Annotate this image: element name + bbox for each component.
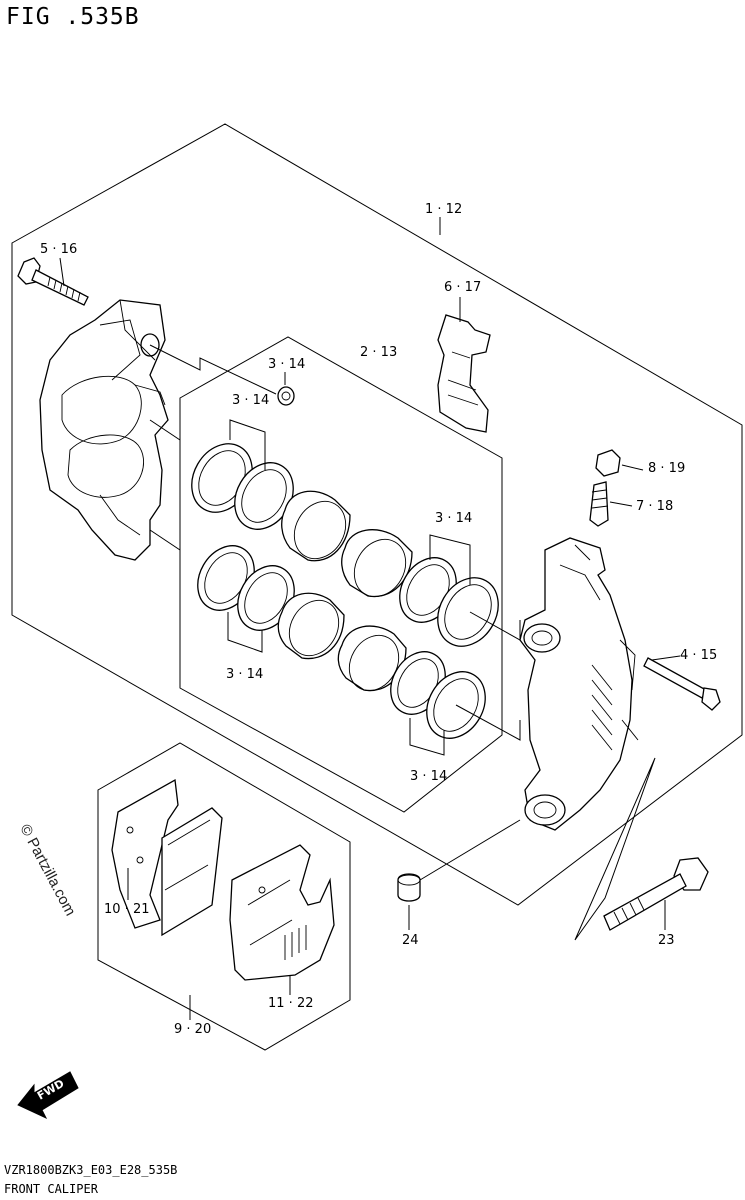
callout-11: 11 · 22 [268, 996, 313, 1011]
brake-pad-right [229, 844, 335, 981]
callout-3-lower: 3 · 14 [226, 667, 263, 682]
callout-10: 10 · 21 [104, 902, 149, 917]
callout-6: 6 · 17 [444, 280, 481, 295]
collar-24 [397, 873, 421, 902]
callout-8: 8 · 19 [648, 461, 685, 476]
callout-1: 1 · 12 [425, 202, 462, 217]
callout-23: 23 [658, 933, 675, 948]
callout-3-right-upper: 3 · 14 [435, 511, 472, 526]
callout-5: 5 · 16 [40, 242, 77, 257]
fwd-arrow-icon: FWD [17, 1071, 79, 1120]
callout-3-right-lower: 3 · 14 [410, 769, 447, 784]
piston-seal-group [191, 386, 499, 739]
caliper-mount-bolt [17, 257, 89, 306]
callout-24: 24 [402, 933, 419, 948]
pad-kit-frame [97, 742, 351, 1051]
callout-7: 7 · 18 [636, 499, 673, 514]
model-code: VZR1800BZK3_E03_E28_535B [4, 1163, 178, 1177]
assembly-frame [11, 123, 743, 906]
section-name: FRONT CALIPER [4, 1182, 98, 1196]
mounting-bolt-23 [603, 857, 709, 931]
callout-3-upper: 3 · 14 [232, 393, 269, 408]
right-caliper-half [519, 537, 639, 831]
fwd-guide-wedge [574, 757, 656, 941]
callout-2: 2 · 13 [360, 345, 397, 360]
figure-title: FIG .535B [6, 4, 140, 30]
bleeder-and-cap [589, 449, 621, 527]
piston-kit-frame [179, 336, 503, 813]
callout-4: 4 · 15 [680, 648, 717, 663]
callout-3-nut: 3 · 14 [268, 357, 305, 372]
pad-spring [437, 314, 491, 433]
callout-9: 9 · 20 [174, 1022, 211, 1037]
left-caliper-half [39, 299, 169, 561]
pad-pin [643, 657, 721, 711]
